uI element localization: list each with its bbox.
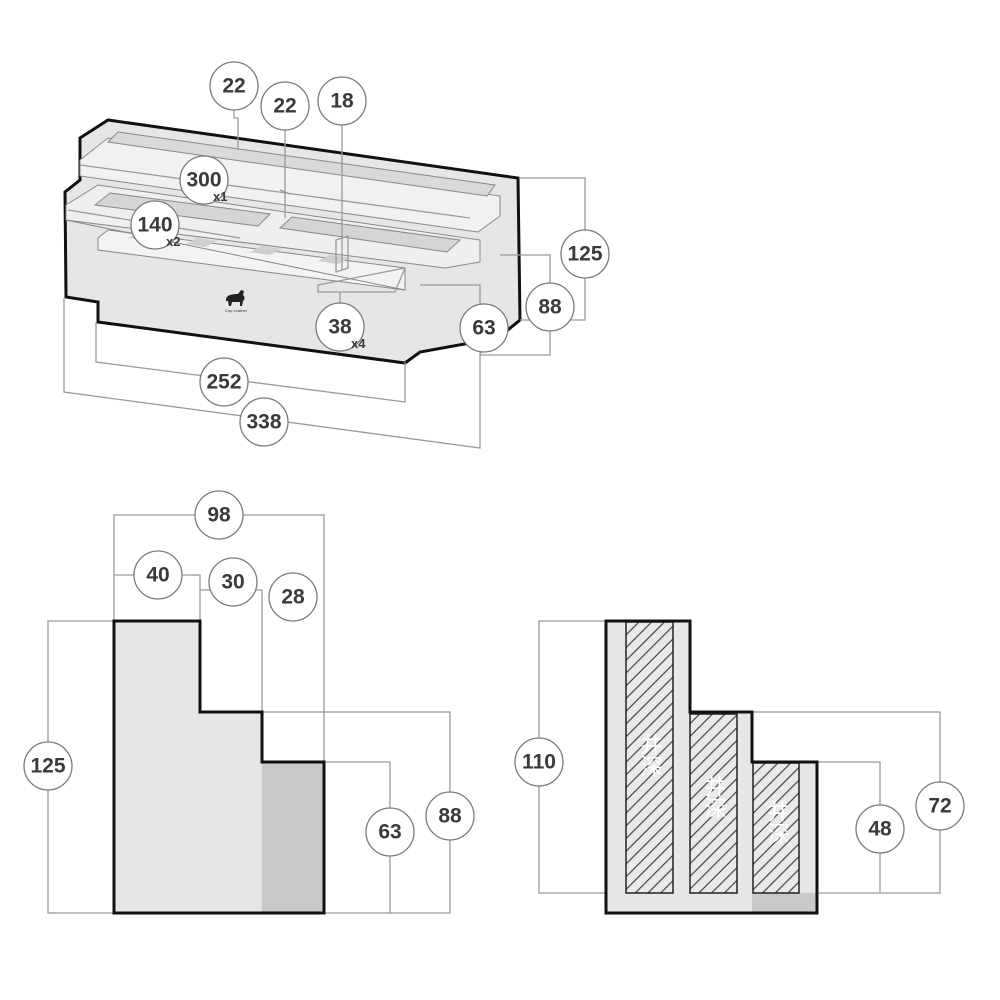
iso-small-slot-3 (250, 246, 282, 255)
svg-text:88: 88 (538, 296, 562, 319)
iso-front-edge (65, 219, 406, 291)
svg-text:125: 125 (30, 755, 65, 778)
side-dim-line-30 (200, 589, 263, 712)
iso-low-tier (97, 229, 406, 291)
side-dim-bubble-63: 63 (365, 807, 415, 857)
iso-medium-slot-a (93, 192, 272, 227)
svg-text:252: 252 (206, 371, 241, 394)
well-1 (625, 621, 674, 894)
side-profile-outline (112, 619, 326, 915)
svg-text:x4: x4 (351, 336, 366, 351)
well-dim-bubble-110: 110 (514, 737, 564, 787)
well-dim-bubble-72: 72 (915, 781, 965, 831)
svg-text:38: 38 (328, 316, 352, 339)
side-profile-shaded (262, 762, 324, 913)
iso-dim-bubble-38: 38 x4 (315, 302, 366, 352)
svg-text:72: 72 (928, 795, 951, 818)
svg-text:40: 40 (146, 564, 169, 587)
iso-dim-bubble-18: 18 (317, 76, 367, 126)
side-dim-bubble-28: 28 (268, 572, 318, 622)
well-3 (752, 762, 800, 894)
iso-dim-line-252 (95, 322, 406, 403)
iso-dim-bubble-22a: 22 (209, 61, 259, 111)
iso-top-rail (79, 137, 501, 233)
side-dim-bubble-88: 88 (425, 791, 475, 841)
well-body-shaded (752, 893, 817, 913)
svg-text:x2: x2 (166, 234, 180, 249)
well-3-label: 井深 (764, 800, 790, 844)
iso-dim-line-38 (317, 267, 407, 293)
iso-dim-bubble-300: 300 x1 (179, 155, 229, 205)
isometric-view: Cup Leather 22 22 18 300 (63, 61, 610, 449)
svg-text:48: 48 (868, 818, 892, 841)
iso-dim-line-18-box (335, 235, 349, 273)
svg-text:110: 110 (522, 751, 556, 774)
svg-text:125: 125 (567, 243, 602, 266)
svg-text:Cup Leather: Cup Leather (225, 308, 248, 313)
svg-text:22: 22 (273, 95, 296, 118)
well-section-view: 井深 井深 井深 110 48 72 (514, 619, 965, 915)
side-dim-bubble-125: 125 (23, 741, 73, 791)
iso-dim-bubble-63: 63 (459, 303, 509, 353)
iso-dim-bubble-338: 338 (239, 397, 289, 447)
iso-dim-line-22a (233, 108, 239, 150)
iso-medium-slot-b (278, 216, 462, 253)
svg-text:338: 338 (246, 411, 281, 434)
well-1-label: 井深 (637, 733, 663, 777)
svg-text:x1: x1 (213, 189, 227, 204)
svg-text:63: 63 (378, 821, 401, 844)
iso-dim-bubble-140: 140 x2 (130, 200, 180, 250)
side-dim-bubble-98: 98 (194, 490, 244, 540)
well-2 (689, 713, 738, 894)
svg-text:22: 22 (222, 75, 245, 98)
dog-logo-icon: Cup Leather (225, 290, 248, 313)
svg-text:30: 30 (221, 571, 244, 594)
iso-dim-bubble-22b: 22 (260, 81, 310, 131)
svg-text:18: 18 (330, 90, 354, 113)
iso-dim-line-300 (79, 164, 471, 219)
svg-text:300: 300 (186, 169, 221, 192)
svg-text:63: 63 (472, 317, 495, 340)
svg-text:88: 88 (438, 805, 462, 828)
side-dim-bubble-30: 30 (208, 557, 258, 607)
svg-text:140: 140 (137, 214, 172, 237)
well-body-outline (604, 619, 819, 915)
well-dim-bubble-48: 48 (855, 804, 905, 854)
iso-small-slot-2 (185, 238, 217, 247)
well-2-label: 井深 (701, 775, 727, 819)
iso-dim-bubble-252: 252 (199, 357, 249, 407)
side-dim-bubble-40: 40 (133, 550, 183, 600)
iso-dim-bubble-125: 125 (560, 229, 610, 279)
side-profile-view: 98 40 30 28 125 63 88 (23, 490, 475, 915)
iso-dim-bubble-88: 88 (525, 282, 575, 332)
svg-text:28: 28 (281, 586, 305, 609)
svg-text:98: 98 (207, 504, 231, 527)
iso-long-slot (106, 131, 496, 197)
